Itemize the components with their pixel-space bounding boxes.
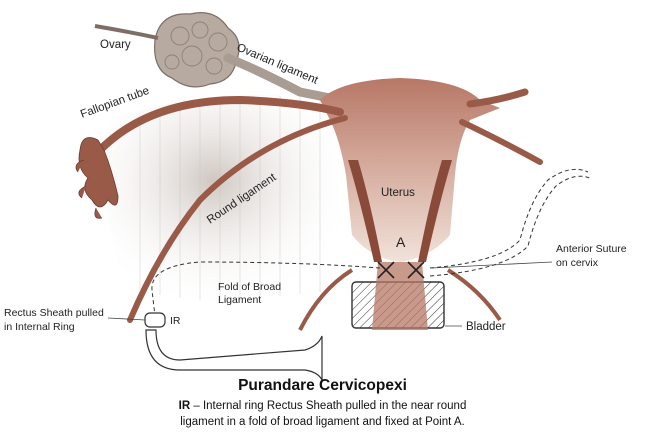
caption-line-2: ligament in a fold of broad ligament and… [180, 416, 465, 428]
label-ir: IR [170, 315, 181, 327]
uterosacral-right [446, 268, 502, 322]
uterine-wall-right [418, 160, 452, 262]
label-ovary: Ovary [100, 39, 131, 51]
right-round-ligament-shape [459, 119, 543, 165]
ovary-follicles [164, 21, 228, 75]
ovarian-ligament-shape [223, 53, 345, 105]
fallopian-tube-shape [96, 95, 344, 154]
rectus-sheath-funnel [145, 329, 323, 381]
caption-abbr: IR [178, 400, 191, 412]
anterior-suture-leader [431, 261, 553, 269]
label-fold-2: Ligament [218, 294, 261, 306]
uterosacral-left [298, 268, 354, 331]
uterine-wall-left [348, 160, 382, 262]
label-rectus-1: Rectus Sheath pulled [4, 307, 104, 319]
fimbriae [75, 137, 119, 219]
anterior-suture-dashed-2 [429, 175, 591, 277]
caption-line-1-text: – Internal ring Rectus Sheath pulled in … [190, 400, 467, 412]
internal-ring [144, 312, 166, 328]
caption-title: Purandare Cervicopexi [238, 377, 407, 394]
ovary-band [94, 24, 159, 40]
label-bladder: Bladder [466, 321, 506, 333]
anterior-suture-dashed [429, 168, 589, 269]
suture-marks [377, 261, 425, 279]
rectus-leader [107, 317, 146, 321]
label-fold-1: Fold of Broad [218, 281, 281, 293]
label-anterior-suture-1: Anterior Suture [556, 243, 627, 255]
label-point-a: A [396, 234, 406, 250]
fold-dashed-line [151, 261, 381, 326]
cervix-stem [372, 262, 428, 330]
label-rectus-2: in Internal Ring [4, 321, 75, 333]
label-uterus: Uterus [381, 187, 415, 199]
label-anterior-suture-2: on cervix [556, 257, 599, 269]
caption-line-1: IR – Internal ring Rectus Sheath pulled … [0, 400, 645, 412]
right-tube-shape [466, 88, 529, 108]
broad-ligament-shadow [105, 94, 345, 311]
round-ligament-shape [127, 115, 348, 323]
ovary-shape [154, 12, 240, 88]
